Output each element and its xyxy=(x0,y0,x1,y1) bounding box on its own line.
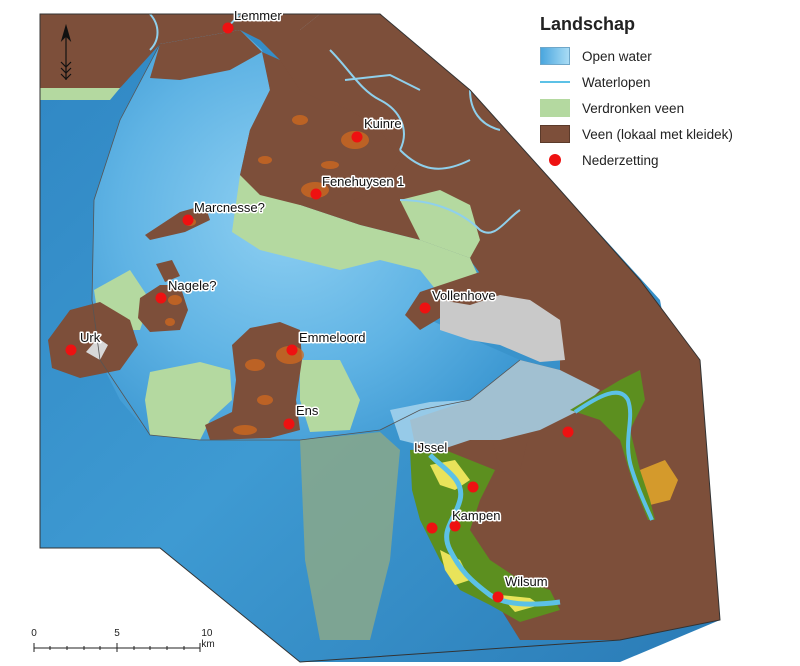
peat-north-strip xyxy=(40,14,320,88)
settlement-marcnesse[interactable]: Marcnesse? xyxy=(182,199,266,226)
ijssel-river xyxy=(428,453,561,607)
open-water-swatch xyxy=(540,47,570,65)
scale-label-10: 10 km xyxy=(201,628,215,650)
grey-area-vollenhove xyxy=(440,295,565,362)
scale-label-0: 0 xyxy=(31,628,37,639)
place-label-fenehuysen: Fenehuysen 1 xyxy=(322,174,404,189)
legend-item-nederzetting: Nederzetting xyxy=(540,147,780,173)
verdronken-veen-swatch xyxy=(540,99,570,117)
place-label-nagele: Nagele? xyxy=(168,278,216,293)
legend-item-waterlopen: Waterlopen xyxy=(540,69,780,95)
place-label-kuinre: Kuinre xyxy=(364,116,402,131)
east-green-strip xyxy=(570,370,655,520)
legend: Landschap Open water Waterlopen Verdronk… xyxy=(540,14,780,173)
settlement-kampen[interactable]: Kampen xyxy=(426,507,502,534)
legend-item-verdronken-veen: Verdronken veen xyxy=(540,95,780,121)
place-label-kampen: Kampen xyxy=(452,508,500,523)
place-label-vollenhove: Vollenhove xyxy=(432,288,496,303)
place-label-wilsum: Wilsum xyxy=(505,574,548,589)
ijssel-yellow-banks xyxy=(430,460,540,612)
settlement-nagele[interactable]: Nagele? xyxy=(155,277,218,304)
region-outline xyxy=(39,13,721,663)
drowned-peat-southwest-channel xyxy=(300,432,400,640)
grey-area-urk xyxy=(86,338,108,360)
settlements: Lemmer Kuinre Fenehuysen 1 Marcnesse? Na… xyxy=(65,7,574,603)
settlement-ens[interactable]: Ens xyxy=(283,402,320,430)
legend-label-nederzetting: Nederzetting xyxy=(582,152,659,168)
drowned-peat-central xyxy=(232,175,480,300)
legend-item-open-water: Open water xyxy=(540,43,780,69)
ijssel-green-zone xyxy=(410,448,560,622)
settlement-wilsum[interactable]: Wilsum xyxy=(492,573,549,603)
settlement-emmeloord[interactable]: Emmeloord xyxy=(286,329,367,356)
settlement-ijssel-east[interactable] xyxy=(467,481,479,493)
settlement-vollenhove[interactable]: Vollenhove xyxy=(419,287,497,314)
drowned-peat-north-strip xyxy=(40,88,120,100)
peat-island-nagele-north xyxy=(156,260,180,282)
north-arrow-icon xyxy=(60,23,72,80)
scale-bar: 0 5 10 km xyxy=(30,628,220,658)
legend-label-waterlopen: Waterlopen xyxy=(582,74,651,90)
rivers xyxy=(149,13,521,234)
waterlopen-swatch xyxy=(540,81,570,83)
east-river xyxy=(573,390,654,521)
place-label-urk: Urk xyxy=(80,330,101,345)
peat-island-lemmer xyxy=(150,30,262,80)
place-label-marcnesse: Marcnesse? xyxy=(194,200,265,215)
place-label-emmeloord: Emmeloord xyxy=(299,330,365,345)
legend-label-verdronken-veen: Verdronken veen xyxy=(582,100,685,116)
legend-item-veen: Veen (lokaal met kleidek) xyxy=(540,121,780,147)
drowned-peat-south-mid xyxy=(300,360,360,432)
veen-swatch xyxy=(540,125,570,143)
lake-outline xyxy=(91,43,521,441)
peat-island-marcnesse xyxy=(145,205,210,240)
settlement-lemmer[interactable]: Lemmer xyxy=(222,7,284,34)
settlement-fenehuysen[interactable]: Fenehuysen 1 xyxy=(310,173,406,200)
settlement-east[interactable] xyxy=(562,426,574,438)
peat-vollenhove xyxy=(405,272,500,330)
peat-island-urk xyxy=(48,302,138,378)
scale-label-5: 5 xyxy=(114,628,120,639)
settlement-kuinre[interactable]: Kuinre xyxy=(351,115,403,143)
drowned-peat-east xyxy=(400,190,480,258)
nederzetting-swatch xyxy=(549,154,561,166)
legend-label-open-water: Open water xyxy=(582,48,652,64)
place-label-ens: Ens xyxy=(296,403,319,418)
light-water-ijssel-delta xyxy=(390,360,600,450)
legend-title: Landschap xyxy=(540,14,636,34)
place-label-lemmer: Lemmer xyxy=(234,8,282,23)
peat-island-kuinre xyxy=(240,52,400,205)
scale-bar-line xyxy=(33,643,201,652)
legend-label-veen: Veen (lokaal met kleidek) xyxy=(582,126,733,142)
settlement-urk[interactable]: Urk xyxy=(65,329,102,356)
river-label-ijssel: IJssel xyxy=(414,440,447,455)
drowned-peat-south xyxy=(145,362,232,440)
